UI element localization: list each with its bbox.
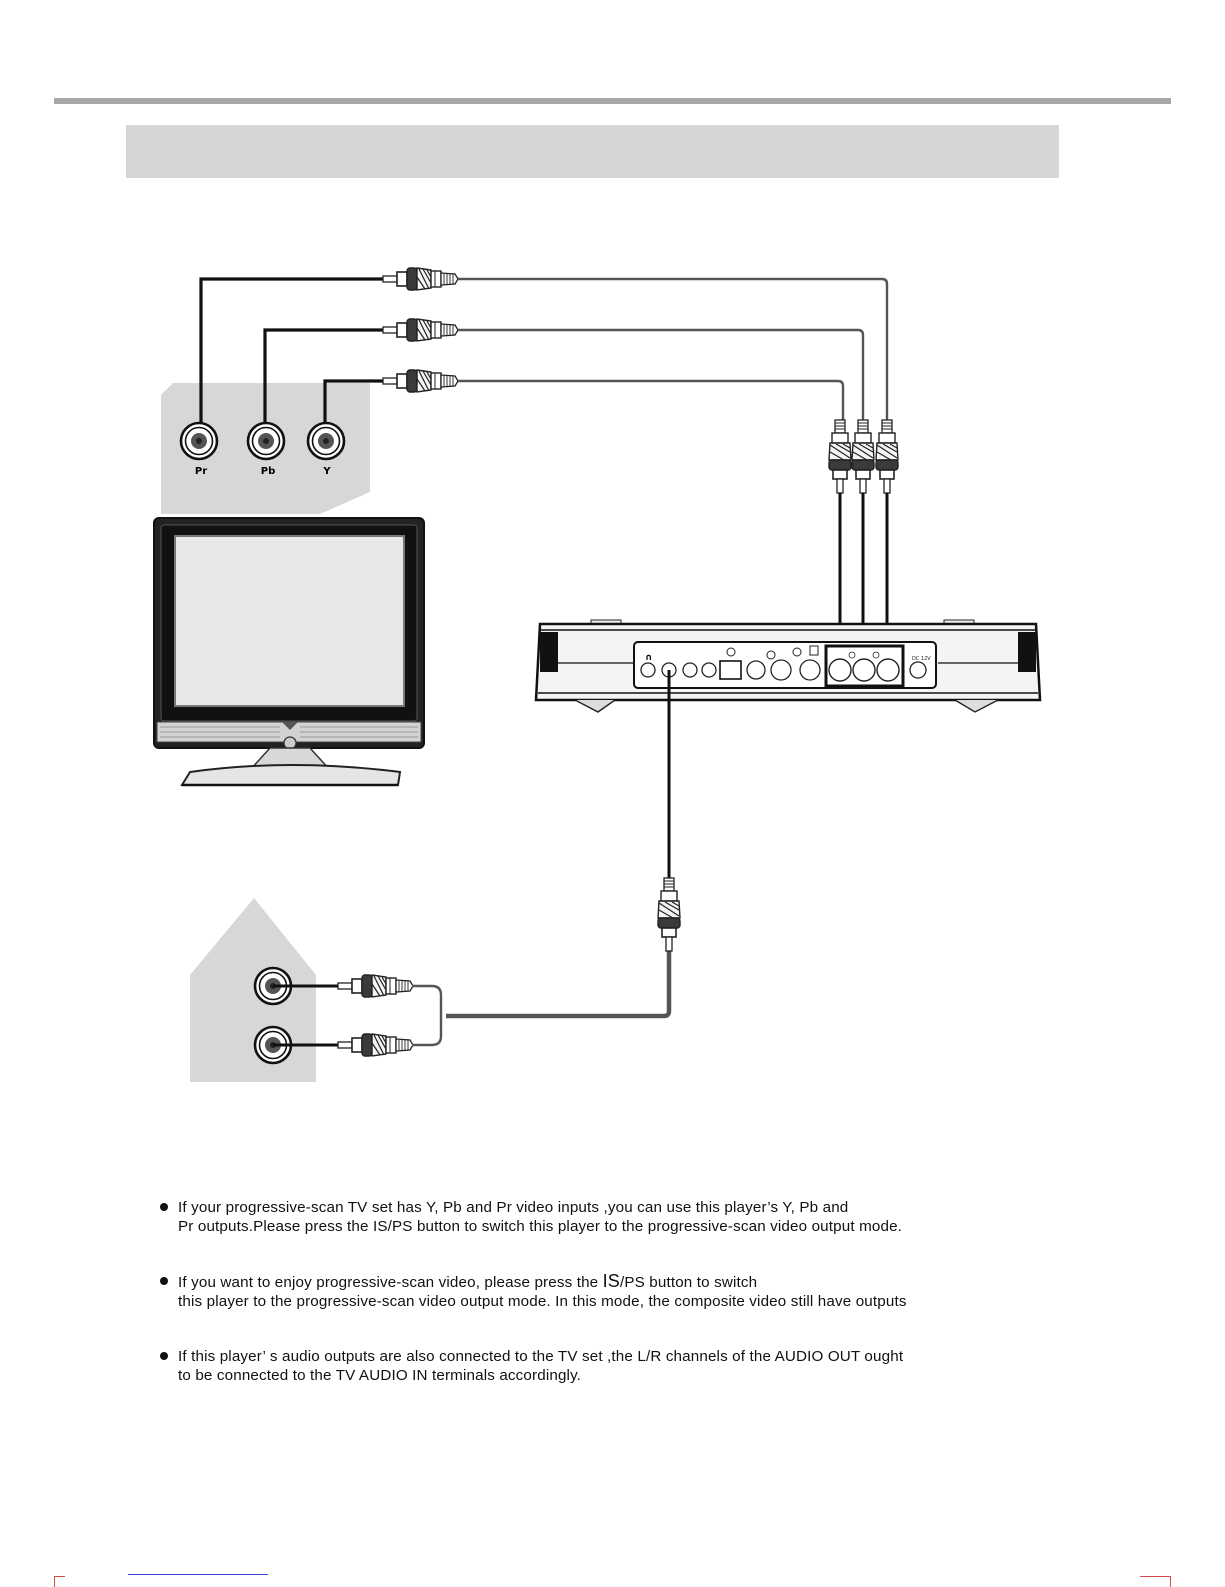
bullet-icon [160,1352,168,1360]
note-line: to be connected to the TV AUDIO IN termi… [178,1367,582,1384]
y-plug-left [382,369,459,393]
note-line: If your progressive-scan TV set has Y, P… [178,1199,849,1216]
audio-cable-split [412,984,443,1047]
audio-leads [273,984,345,1047]
top-rule [54,98,1171,104]
tv-set [153,517,425,787]
notes: If your progressive-scan TV set has Y, P… [160,1198,1040,1384]
header-band [126,125,1059,178]
y-cable-right [458,379,845,420]
note-audio-connection: If this player’ s audio outputs are also… [160,1347,1040,1385]
composite-plug [657,877,681,952]
note-text-large: IS [602,1271,620,1291]
jack-label-pr: Pr [195,466,207,477]
pb-plug-right [851,419,875,494]
pr-plug-right [875,419,899,494]
jack-label-pb: Pb [261,466,276,477]
crop-mark [54,1576,65,1587]
note-line: Pr outputs.Please press the IS/PS button… [178,1218,903,1235]
tv-pr-jack [179,421,219,461]
note-line: If you want to enjoy progressive-scan vi… [160,1272,1040,1292]
pr-cable-right [458,277,889,420]
tv-pb-jack [246,421,286,461]
bullet-icon [160,1277,168,1285]
dvd-player: ∩ DC 12V [534,619,1042,713]
pb-cable-right [458,328,865,420]
pr-cable-left [199,277,385,445]
pr-plug-left [382,267,459,291]
jack-label-y: Y [322,466,331,477]
note-text: If you want to enjoy progressive-scan vi… [178,1274,603,1291]
composite-cable [446,880,672,1019]
audio-l-plug [337,974,414,998]
tv-y-jack [306,421,346,461]
note-text: /PS button to switch [619,1274,758,1291]
dc-label: DC 12V [912,656,931,662]
pb-plug-left [382,318,459,342]
audio-r-plug [337,1033,414,1057]
y-plug-right [828,419,852,494]
tv-audio-input-panel [190,898,316,1082]
crop-mark [1140,1576,1171,1587]
bullet-icon [160,1203,168,1211]
bottom-link-rule [128,1574,268,1575]
headphone-icon: ∩ [645,653,652,663]
note-line: this player to the progressive-scan vide… [178,1293,907,1310]
note-line: If this player’ s audio outputs are also… [178,1348,904,1365]
note-progressive-mode: If you want to enjoy progressive-scan vi… [160,1272,1040,1311]
pb-cable-left [263,328,385,445]
note-progressive-inputs: If your progressive-scan TV set has Y, P… [160,1198,1040,1236]
